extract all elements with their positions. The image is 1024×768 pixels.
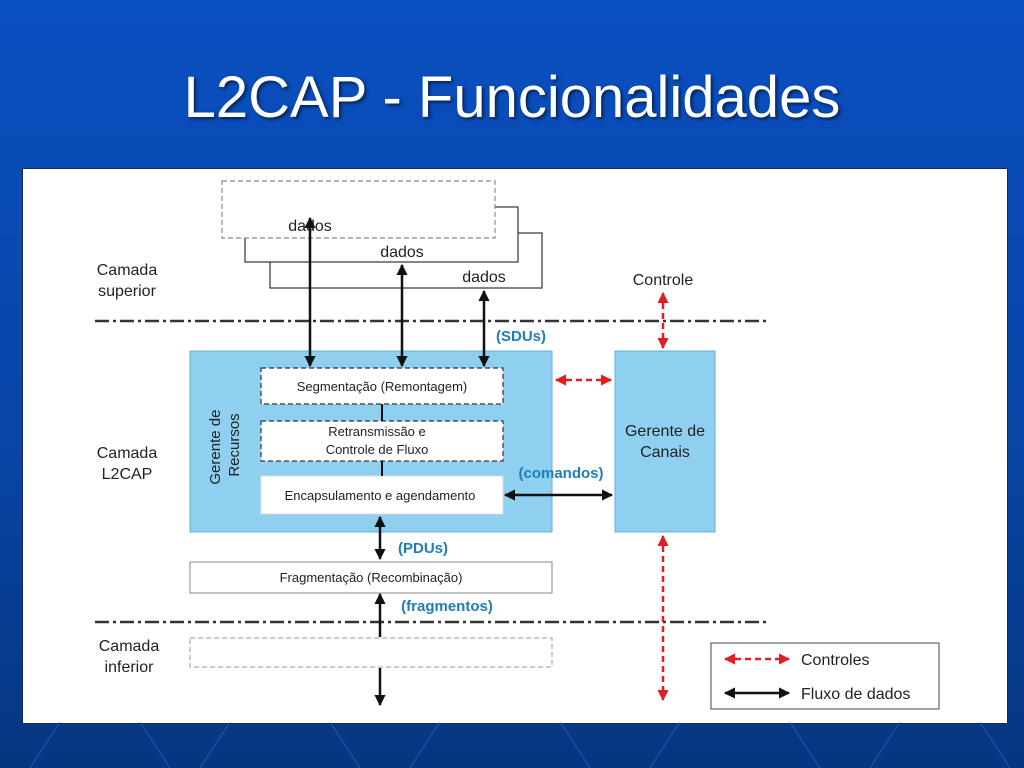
fragmentation-box xyxy=(189,561,553,594)
channel-manager-box xyxy=(614,350,716,533)
encapsulation-label: Encapsulamento e agendamento xyxy=(285,488,476,503)
l2cap-layer-label-line1: Camada xyxy=(97,445,158,462)
pdus-label: (PDUs) xyxy=(398,540,448,557)
encapsulation-box xyxy=(260,475,504,515)
sdus-label: (SDUs) xyxy=(496,328,546,345)
retransmission-label-line1: Retransmissão e xyxy=(328,424,426,439)
commands-label: (comandos) xyxy=(518,465,603,482)
l2cap-diagram: dados dados dados Camada superior Camada… xyxy=(95,180,940,710)
data-box-3-label: dados xyxy=(462,269,506,286)
channel-manager-label-line2: Canais xyxy=(640,444,690,461)
upper-layer-label-line2: superior xyxy=(98,283,156,300)
retransmission-box xyxy=(260,420,504,462)
data-box-2-label: dados xyxy=(380,244,424,261)
slide-title: L2CAP - Funcionalidades xyxy=(183,65,841,130)
fragmentation-label: Fragmentação (Recombinação) xyxy=(280,570,463,585)
resource-manager-label-line1: Gerente de xyxy=(207,410,224,485)
control-top-label: Controle xyxy=(633,272,694,289)
segmentation-label: Segmentação (Remontagem) xyxy=(297,379,468,394)
lower-layer-label-line1: Camada xyxy=(99,638,160,655)
l2cap-layer-label-line2: L2CAP xyxy=(102,466,153,483)
upper-layer-label-line1: Camada xyxy=(97,262,158,279)
legend-controls-label: Controles xyxy=(801,652,869,669)
channel-manager-label-line1: Gerente de xyxy=(625,423,705,440)
fragments-label: (fragmentos) xyxy=(401,598,493,615)
segmentation-box xyxy=(260,367,504,405)
resource-manager-label-line2: Recursos xyxy=(226,413,243,476)
retransmission-label-line2: Controle de Fluxo xyxy=(326,442,429,457)
background-decoration xyxy=(29,722,1011,768)
diagram-panel: dados dados dados Camada superior Camada… xyxy=(22,168,1008,724)
lower-layer-label-line2: inferior xyxy=(105,659,155,676)
legend-data-flow-label: Fluxo de dados xyxy=(801,686,910,703)
resource-manager-label: Gerente de Recursos xyxy=(207,405,243,484)
lower-layer-box xyxy=(189,637,553,668)
data-box-1 xyxy=(221,180,496,239)
